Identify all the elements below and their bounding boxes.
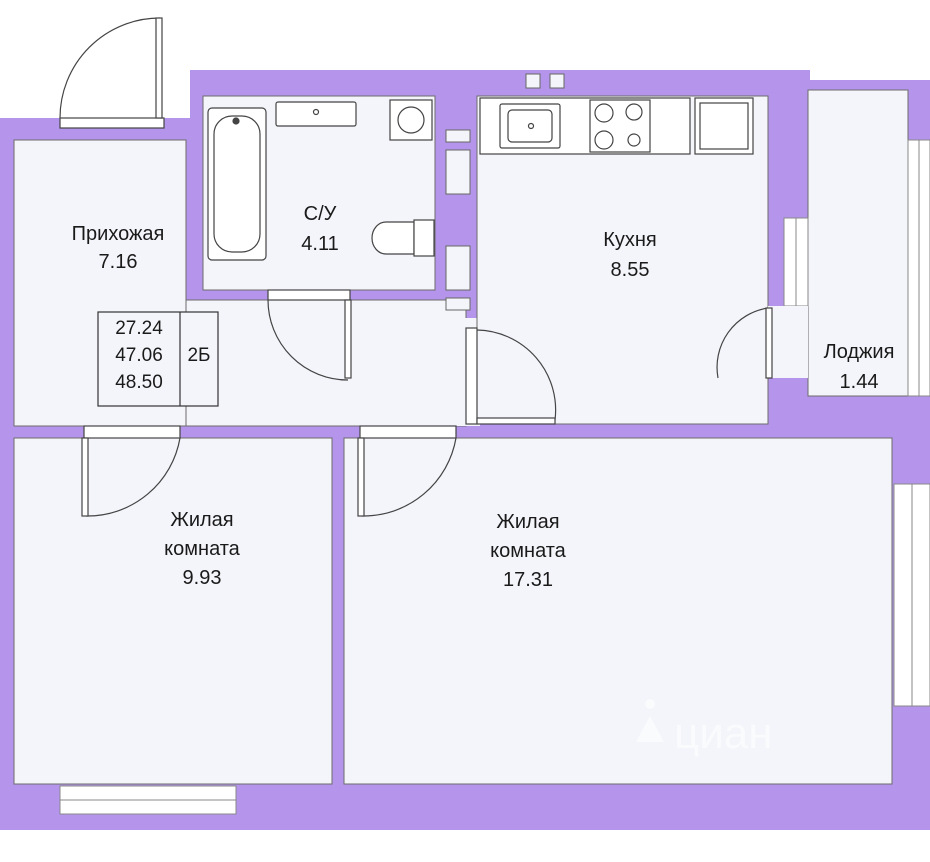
- burner-icon: [594, 130, 614, 150]
- door-opening: [267, 289, 351, 301]
- kitchen-area: 8.55: [611, 259, 650, 281]
- watermark-text: циан: [674, 709, 773, 758]
- living-large-name-2: комната: [490, 540, 567, 562]
- room-labels: Прихожая 7.16 С/У 4.11 Кухня 8.55 Лоджия…: [72, 203, 895, 591]
- bathtub-inner: [213, 115, 261, 253]
- living-small-area: 9.93: [183, 567, 222, 589]
- vent-icon: [445, 129, 471, 143]
- loggia-area: 1.44: [840, 371, 879, 393]
- door-opening: [465, 327, 478, 425]
- burner-icon: [594, 103, 614, 123]
- living-small-floor: [13, 437, 333, 785]
- door-opening: [768, 306, 808, 378]
- door-leaf: [81, 437, 89, 517]
- door-leaf: [765, 307, 773, 379]
- hallway-name: Прихожая: [72, 223, 165, 245]
- vent-icon: [525, 73, 541, 89]
- vent-shafts: [445, 73, 565, 311]
- corridor-floor: [185, 299, 467, 427]
- cian-logo-icon: [636, 699, 664, 742]
- washing-machine-drum: [397, 106, 425, 134]
- living-small-door: [81, 425, 181, 517]
- door-opening: [83, 425, 181, 439]
- bathroom-door: [267, 289, 352, 381]
- toilet-tank: [413, 219, 435, 257]
- vent-icon: [445, 297, 471, 311]
- apartment-summary: 27.24 47.06 48.50 2Б: [97, 311, 219, 407]
- vent-icon: [445, 149, 471, 195]
- living-large-door: [357, 425, 457, 517]
- door-opening: [59, 117, 165, 129]
- door-swing-icon: [716, 307, 769, 379]
- toilet-icon: [371, 221, 415, 255]
- vent-icon: [549, 73, 565, 89]
- burner-icon: [627, 133, 641, 147]
- bathroom-name: С/У: [304, 203, 337, 225]
- total-area-loggia-value: 48.50: [115, 372, 163, 393]
- fridge-inner: [699, 102, 749, 150]
- bathroom-fixtures: [207, 99, 435, 261]
- bathroom-area: 4.11: [301, 233, 338, 255]
- door-swing-icon: [85, 437, 181, 517]
- living-small-name-1: Жилая: [170, 509, 233, 531]
- kitchen-name: Кухня: [603, 229, 657, 251]
- living-large-floor: [343, 437, 893, 785]
- door-swing-icon: [59, 17, 161, 119]
- total-area-value: 47.06: [115, 345, 163, 366]
- door-swing-icon: [361, 437, 457, 517]
- door-leaf: [155, 17, 163, 119]
- door-leaf: [476, 417, 556, 425]
- summary-box: [97, 311, 219, 407]
- kitchen-fixtures: [479, 97, 754, 155]
- door-leaf: [344, 299, 352, 379]
- vent-icon: [445, 245, 471, 291]
- entrance-door: [59, 17, 165, 129]
- burner-icon: [625, 103, 643, 121]
- apartment-type: 2Б: [187, 345, 210, 366]
- door-leaf: [357, 437, 365, 517]
- loggia-door: [716, 306, 808, 379]
- living-area-value: 27.24: [115, 318, 163, 339]
- watermark: циан: [636, 699, 773, 758]
- loggia-floor: [807, 89, 909, 397]
- hallway-area: 7.16: [99, 251, 138, 273]
- door-opening: [359, 425, 457, 439]
- door-swing-icon: [267, 299, 349, 381]
- living-small-name-2: комната: [164, 538, 241, 560]
- door-swing-icon: [476, 329, 557, 421]
- drain-icon: [232, 117, 240, 125]
- kitchen-door: [465, 327, 557, 425]
- faucet-icon: [312, 108, 320, 116]
- living-large-area: 17.31: [503, 569, 553, 591]
- loggia-name: Лоджия: [824, 341, 895, 363]
- drain-icon: [527, 122, 535, 130]
- windows: [59, 139, 930, 815]
- living-large-name-1: Жилая: [496, 511, 559, 533]
